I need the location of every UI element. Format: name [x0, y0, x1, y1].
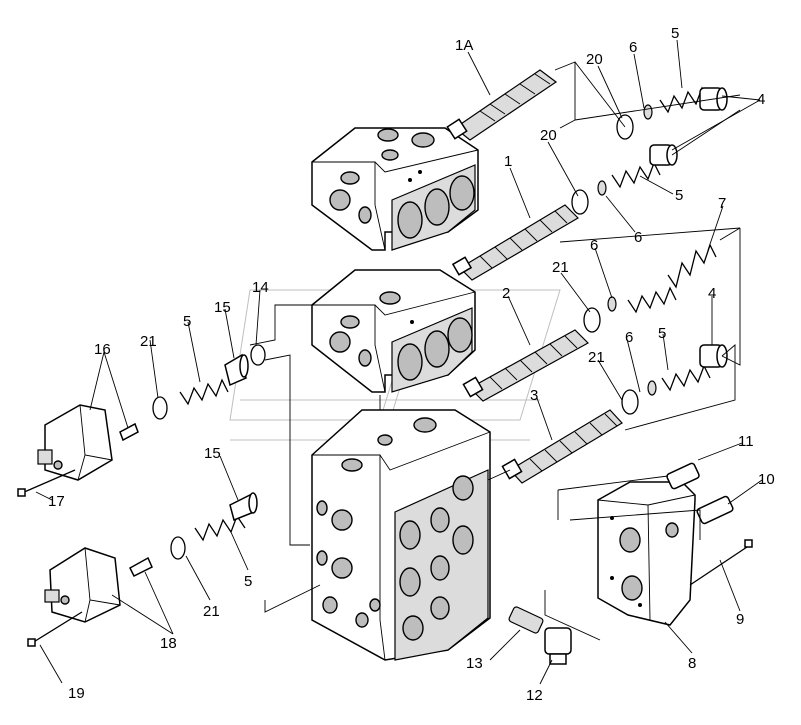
spool-3	[501, 409, 623, 484]
relief-valve-block	[597, 481, 696, 626]
end-cap-lower	[44, 547, 121, 623]
label-20a: 20	[586, 51, 603, 68]
label-5a: 5	[671, 25, 679, 42]
label-5c: 5	[183, 313, 191, 330]
label-5b: 5	[675, 187, 683, 204]
label-12: 12	[526, 687, 543, 704]
label-9: 9	[736, 611, 744, 628]
label-5d: 5	[658, 325, 666, 342]
label-21d: 21	[203, 603, 220, 620]
label-6b: 6	[634, 229, 642, 246]
spring-5f	[194, 514, 246, 542]
label-21b: 21	[140, 333, 157, 350]
cartridge-11	[666, 462, 700, 490]
label-17: 17	[48, 493, 65, 510]
fitting-16	[119, 422, 139, 442]
spool-1	[451, 204, 579, 281]
label-2: 2	[502, 285, 510, 302]
label-21a: 21	[552, 259, 569, 276]
plug-15-upper	[224, 353, 249, 387]
label-19: 19	[68, 685, 85, 702]
label-10: 10	[758, 471, 775, 488]
label-4a: 4	[757, 91, 765, 108]
fitting-18	[129, 556, 153, 578]
label-3: 3	[530, 387, 538, 404]
spring-5e	[179, 378, 229, 406]
washers-6	[597, 104, 657, 396]
label-8: 8	[688, 655, 696, 672]
inlet-valve-block	[311, 409, 491, 661]
label-4b: 4	[708, 285, 716, 302]
cartridge-13	[508, 606, 544, 634]
label-15b: 15	[204, 445, 221, 462]
plug-12	[544, 627, 572, 665]
label-6c: 6	[590, 237, 598, 254]
part-labels: 1A 20 6 5 4 20 1 5 6 7 6 21 2 4 14 15 5 …	[48, 25, 775, 704]
end-cap-upper	[37, 404, 113, 481]
label-7: 7	[718, 195, 726, 212]
bolts	[17, 469, 753, 647]
label-21c: 21	[588, 349, 605, 366]
middle-valve-section	[311, 269, 476, 393]
plug-15-lower	[229, 492, 258, 522]
label-1: 1	[504, 153, 512, 170]
spring-7	[667, 243, 717, 289]
o-rings	[152, 114, 639, 560]
assembly-lines	[249, 61, 741, 641]
label-6d: 6	[625, 329, 633, 346]
spring-5d	[661, 364, 711, 392]
label-14: 14	[252, 279, 269, 296]
label-6a: 6	[629, 39, 637, 56]
leader-lines	[35, 39, 763, 685]
spring-5c	[627, 286, 677, 314]
label-18: 18	[160, 635, 177, 652]
label-11: 11	[738, 433, 754, 450]
label-5f: 5	[244, 573, 252, 590]
label-16: 16	[94, 341, 111, 358]
label-13: 13	[466, 655, 483, 672]
label-20b: 20	[540, 127, 557, 144]
label-15a: 15	[214, 299, 231, 316]
spring-5b	[611, 161, 661, 189]
label-1A: 1A	[455, 37, 473, 54]
spool-2	[462, 329, 589, 402]
spool-1A	[446, 69, 558, 141]
top-valve-section	[311, 127, 479, 251]
cartridge-10	[696, 495, 734, 525]
